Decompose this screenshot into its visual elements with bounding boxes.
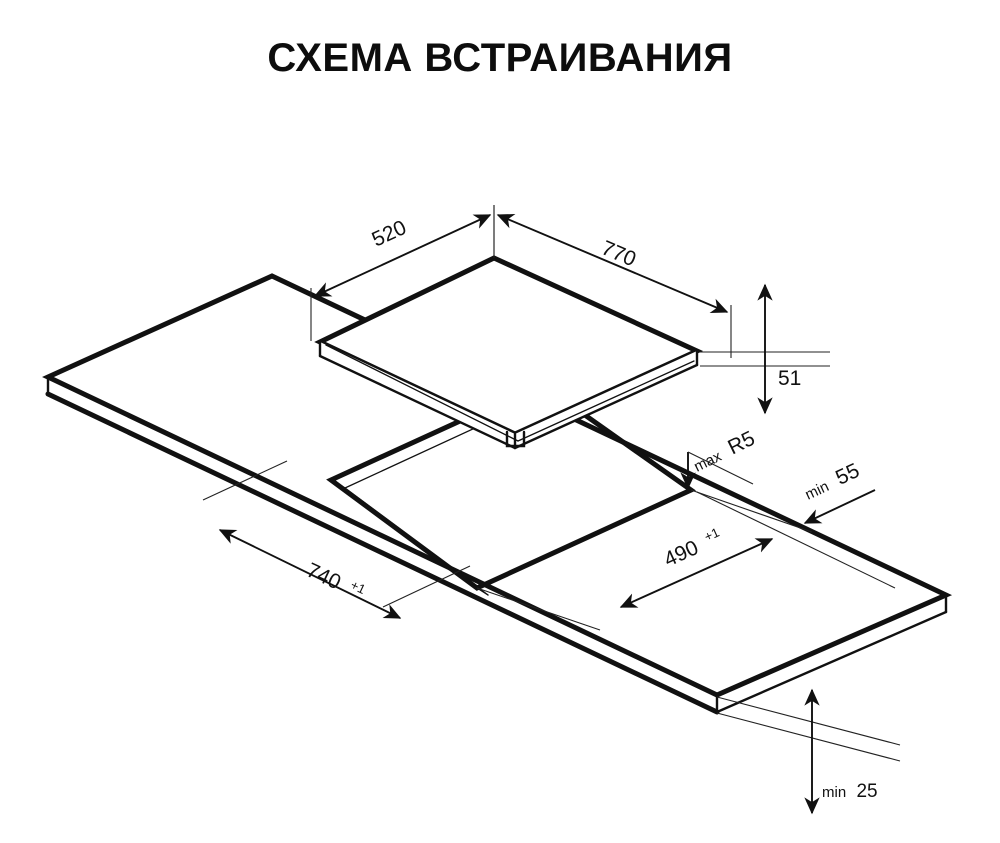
page-title: СХЕМА ВСТРАИВАНИЯ xyxy=(267,36,733,80)
ext-line-cutout-depth-end xyxy=(690,489,813,533)
dimension-value-rear-clearance: 55 xyxy=(832,459,863,490)
hob-lower-front-right-edge xyxy=(513,363,699,450)
dim-line-cutout-depth xyxy=(619,538,774,608)
hob-edge-detail-left xyxy=(325,344,519,442)
dimension-label-countertop-thickness: min 25 xyxy=(822,781,878,802)
countertop-right-edge-face xyxy=(717,595,946,712)
dimension-prefix-corner-radius: max xyxy=(691,448,724,476)
leader-line-rear-clearance xyxy=(803,489,876,524)
dimension-prefix-countertop-thickness: min xyxy=(822,784,846,801)
dimension-tolerance-cutout-depth: +1 xyxy=(702,525,722,545)
dim-line-hob-depth xyxy=(313,214,492,297)
dimension-prefix-rear-clearance: min xyxy=(803,478,832,504)
dimension-value-countertop-thickness: 25 xyxy=(856,781,877,802)
dimension-countertop-thickness: min 25 xyxy=(716,688,901,815)
dimension-tolerance-cutout-width: +1 xyxy=(348,577,368,597)
dimension-label-hob-height: 51 xyxy=(778,367,801,390)
dimension-value-cutout-width: 740 xyxy=(303,559,344,595)
hob-lower-front-left-edge xyxy=(318,354,517,450)
ext-line-cutout-depth-start xyxy=(476,587,601,631)
hob-appliance xyxy=(314,255,704,450)
dim-line-hob-width xyxy=(496,214,729,313)
hob-front-left-side-face xyxy=(320,342,515,448)
hob-edge-detail-right xyxy=(517,360,695,442)
dimension-label-hob-depth: 520 xyxy=(368,216,409,252)
dimension-value-corner-radius: R5 xyxy=(724,427,758,459)
dimension-label-hob-width: 770 xyxy=(598,236,639,271)
ext-line-cutout-width-start xyxy=(202,460,288,501)
dim-line-cutout-width xyxy=(218,529,402,619)
hob-front-foot-detail xyxy=(505,430,526,448)
hob-front-right-side-face xyxy=(515,351,697,448)
ext-line-countertop-thickness-bottom xyxy=(716,712,901,762)
ext-line-rear-clearance xyxy=(696,491,896,589)
dimension-label-rear-clearance: min 55 xyxy=(800,459,863,505)
leader-shelf-corner-radius xyxy=(687,451,754,485)
hob-top-face xyxy=(320,258,697,434)
countertop-bottom-right-edge xyxy=(715,610,948,714)
dimension-hob-height: 51 xyxy=(700,283,830,415)
ext-line-countertop-thickness-top xyxy=(716,696,901,746)
